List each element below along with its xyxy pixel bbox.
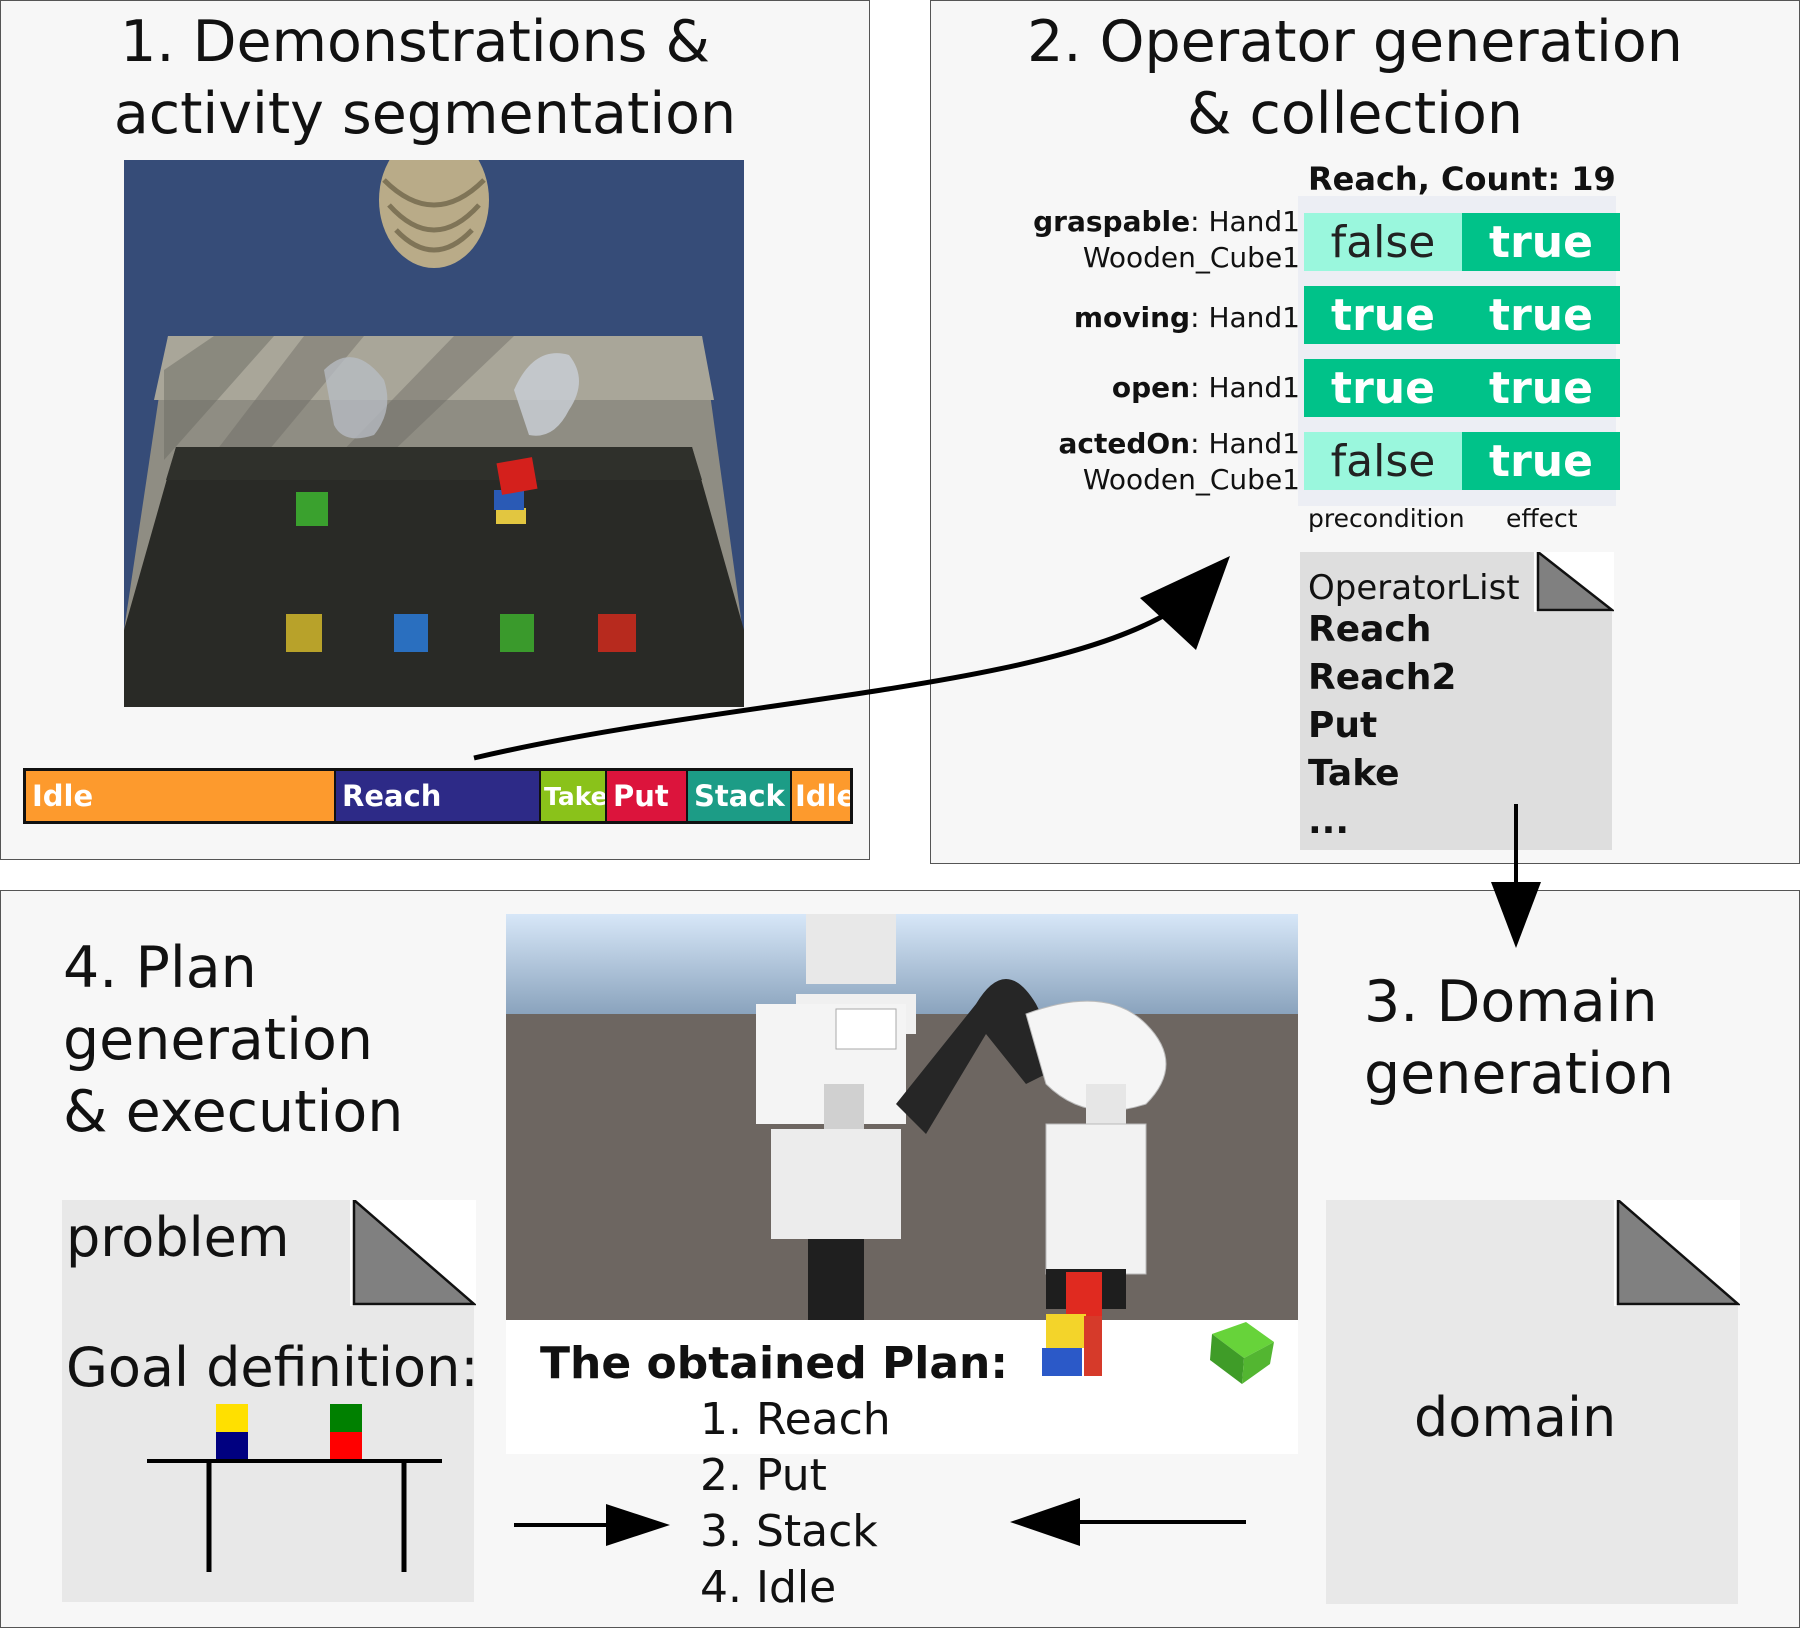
operator-list-document: OperatorList Reach Reach2 Put Take ... <box>1300 552 1614 850</box>
panel2-title-line2: & collection <box>1186 81 1524 147</box>
segment-put: Put <box>607 771 688 821</box>
segment-label: Idle <box>795 779 850 813</box>
panel1-title-line1: 1. Demonstrations & <box>120 9 710 75</box>
plan-step: 3. Stack <box>700 1506 878 1557</box>
cell-actedon-eff: true <box>1462 432 1620 490</box>
panel3-title-line1: 3. Domain <box>1364 969 1658 1035</box>
plan-step: 1. Reach <box>700 1394 891 1445</box>
cell-actedon-pre: false <box>1304 432 1462 490</box>
predicate-moving: moving: Hand1 <box>1073 301 1300 334</box>
operator-item: ... <box>1308 801 1350 842</box>
plan-step: 2. Put <box>700 1450 827 1501</box>
robot-scene <box>506 914 1298 1454</box>
segment-label: Reach <box>342 779 442 813</box>
predicate-labels: graspable: Hand1 Wooden_Cube1 moving: Ha… <box>960 204 1300 504</box>
panel4-title-line3: & execution <box>63 1079 404 1145</box>
column-precondition: precondition <box>1308 504 1465 533</box>
operator-item: Reach2 <box>1308 657 1457 698</box>
predicate-graspable: graspable: Hand1 Wooden_Cube1 <box>1033 205 1300 274</box>
segment-stack: Stack <box>688 771 792 821</box>
goal-definition-label: Goal definition: <box>66 1336 479 1399</box>
segment-label: Idle <box>32 779 94 813</box>
domain-document: domain <box>1326 1200 1740 1604</box>
segment-reach: Reach <box>336 771 541 821</box>
segmentation-bar: Idle Reach Take Put Stack Idle <box>23 768 853 824</box>
panel3-title-line2: generation <box>1364 1041 1674 1107</box>
demonstration-scene <box>124 160 744 707</box>
segment-take: Take <box>541 771 607 821</box>
cell-graspable-pre: false <box>1304 213 1462 271</box>
panel4-title: 4. Plan generation & execution <box>63 932 403 1148</box>
cell-open-pre: true <box>1304 359 1462 417</box>
predicate-open: open: Hand1 <box>1111 371 1300 404</box>
document-fold-icon <box>350 1200 476 1306</box>
operator-table-header: Reach, Count: 19 <box>1308 160 1616 198</box>
document-fold-icon <box>1614 1200 1740 1306</box>
goal-definition-diagram <box>147 1404 442 1572</box>
column-effect: effect <box>1506 504 1578 533</box>
segment-label: Stack <box>694 779 785 813</box>
predicate-actedon: actedOn: Hand1 Wooden_Cube1 <box>1058 427 1300 496</box>
operator-item: Reach <box>1308 609 1432 650</box>
operator-item: Take <box>1308 753 1400 794</box>
panel1-title-line2: activity segmentation <box>113 81 737 147</box>
segment-idle: Idle <box>26 771 336 821</box>
panel4-title-line1: 4. Plan <box>63 935 257 1001</box>
segment-label: Put <box>613 779 669 813</box>
document-fold-icon <box>1534 552 1614 612</box>
operator-list-title: OperatorList <box>1308 568 1520 608</box>
domain-label: domain <box>1414 1386 1617 1449</box>
problem-document: problem Goal definition: <box>62 1200 479 1602</box>
cell-moving-eff: true <box>1462 286 1620 344</box>
segment-idle-end: Idle <box>792 771 850 821</box>
cell-graspable-eff: true <box>1462 213 1620 271</box>
panel2-title-line1: 2. Operator generation <box>1027 9 1683 75</box>
operator-item: Put <box>1308 705 1378 746</box>
panel3-title: 3. Domain generation <box>1364 966 1674 1110</box>
segment-label: Take <box>544 781 607 811</box>
panel4-title-line2: generation <box>63 1007 373 1073</box>
operator-list-items: Reach Reach2 Put Take ... <box>1308 606 1456 846</box>
problem-label: problem <box>66 1206 290 1269</box>
plan-title: The obtained Plan: <box>540 1338 1008 1389</box>
cell-moving-pre: true <box>1304 286 1462 344</box>
plan-step: 4. Idle <box>700 1562 837 1613</box>
cell-open-eff: true <box>1462 359 1620 417</box>
